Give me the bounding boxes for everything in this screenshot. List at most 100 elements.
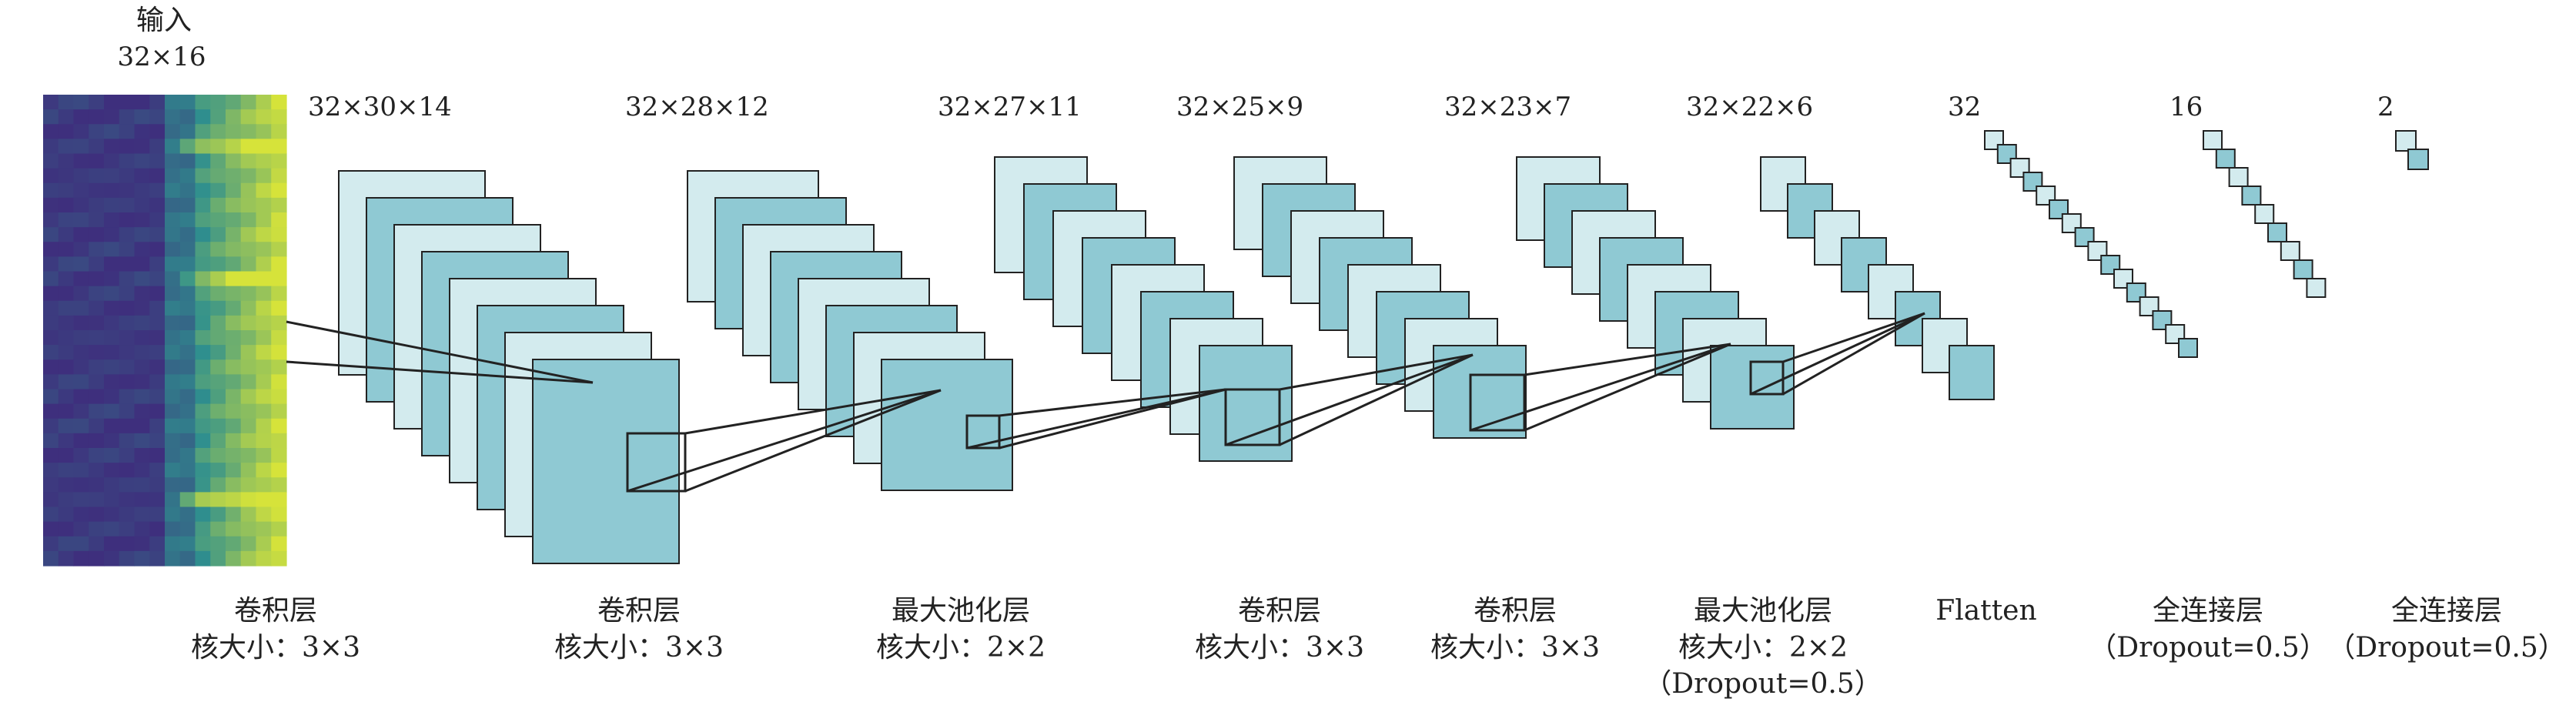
input-pixel <box>43 182 59 199</box>
input-pixel <box>226 330 242 346</box>
flatten-unit <box>2126 282 2146 303</box>
input-pixel <box>73 330 89 346</box>
input-pixel <box>89 227 105 242</box>
input-pixel <box>226 550 242 567</box>
input-pixel <box>210 182 226 199</box>
input-pixel <box>165 212 181 228</box>
input-pixel <box>240 374 257 390</box>
input-pixel <box>240 95 257 110</box>
input-pixel <box>134 359 150 375</box>
input-pixel <box>58 521 75 537</box>
fc1-unit <box>2293 259 2313 279</box>
input-pixel <box>104 389 120 405</box>
input-pixel <box>134 124 150 139</box>
kernel-line <box>684 389 942 493</box>
input-pixel <box>165 506 181 523</box>
input-pixel <box>226 389 242 405</box>
input-pixel <box>134 448 150 463</box>
input-pixel <box>240 109 257 125</box>
input-pixel <box>149 109 166 125</box>
input-pixel <box>43 286 59 302</box>
input-pixel <box>149 139 166 155</box>
input-pixel <box>73 506 89 523</box>
input-pixel <box>43 330 59 346</box>
input-pixel <box>226 153 242 169</box>
input-pixel <box>271 433 287 449</box>
input-pixel <box>271 359 287 375</box>
input-pixel <box>104 433 120 449</box>
input-pixel <box>43 463 59 478</box>
input-pixel <box>119 168 135 184</box>
input-pixel <box>256 153 272 169</box>
input-pixel <box>210 448 226 463</box>
fc1-unit <box>2254 204 2275 224</box>
input-pixel <box>195 477 211 493</box>
input-pixel <box>165 403 181 420</box>
input-pixel <box>73 389 89 405</box>
input-pixel <box>58 182 75 199</box>
conv2-feature-maps <box>687 170 1013 491</box>
input-pixel <box>73 448 89 463</box>
input-pixel <box>58 492 75 508</box>
input-pixel <box>240 286 257 302</box>
input-pixel <box>195 550 211 567</box>
kernel-window <box>626 432 687 493</box>
conv4-caption-type: 卷积层 <box>1474 595 1557 627</box>
conv2-dims: 32×28×12 <box>625 92 769 122</box>
input-pixel <box>119 242 135 257</box>
kernel-line <box>1470 343 1731 432</box>
input-pixel <box>58 477 75 493</box>
input-pixel <box>89 95 105 110</box>
input-pixel <box>134 506 150 523</box>
input-heatmap <box>43 95 287 567</box>
input-pixel <box>89 506 105 523</box>
input-pixel <box>165 374 181 390</box>
input-pixel <box>195 139 211 155</box>
input-pixel <box>119 506 135 523</box>
input-pixel <box>195 330 211 346</box>
input-pixel <box>43 418 59 434</box>
input-pixel <box>179 521 196 537</box>
input-pixel <box>134 182 150 199</box>
input-pixel <box>195 182 211 199</box>
input-pixel <box>271 168 287 184</box>
input-pixel <box>165 433 181 449</box>
input-pixel <box>271 242 287 257</box>
input-pixel <box>256 227 272 242</box>
input-pixel <box>179 153 196 169</box>
input-pixel <box>149 536 166 552</box>
kernel-line <box>286 320 594 384</box>
input-pixel <box>226 197 242 213</box>
input-pixel <box>179 109 196 125</box>
input-pixel <box>256 506 272 523</box>
input-pixel <box>43 433 59 449</box>
input-pixel <box>119 389 135 405</box>
input-pixel <box>195 212 211 228</box>
pool2-caption-kernel: 核大小：2×2 <box>1678 632 1848 664</box>
input-pixel <box>165 197 181 213</box>
input-pixel <box>165 389 181 405</box>
fc1-vector <box>2203 130 2327 298</box>
kernel-line <box>1782 312 1925 396</box>
input-pixel <box>104 124 120 139</box>
input-pixel <box>256 212 272 228</box>
input-pixel <box>43 492 59 508</box>
input-pixel <box>179 418 196 434</box>
kernel-line <box>966 388 1226 450</box>
input-pixel <box>43 95 59 110</box>
input-pixel <box>271 182 287 199</box>
pool2-feature-map <box>1814 210 1860 266</box>
input-pixel <box>256 242 272 257</box>
input-pixel <box>195 197 211 213</box>
flatten-unit <box>2061 213 2082 233</box>
kernel-line <box>1225 353 1474 446</box>
input-pixel <box>271 463 287 478</box>
input-pixel <box>149 506 166 523</box>
input-pixel <box>240 256 257 272</box>
input-pixel <box>195 403 211 420</box>
input-pixel <box>58 286 75 302</box>
input-pixel <box>89 330 105 346</box>
input-pixel <box>271 139 287 155</box>
input-pixel <box>256 95 272 110</box>
input-pixel <box>195 95 211 110</box>
